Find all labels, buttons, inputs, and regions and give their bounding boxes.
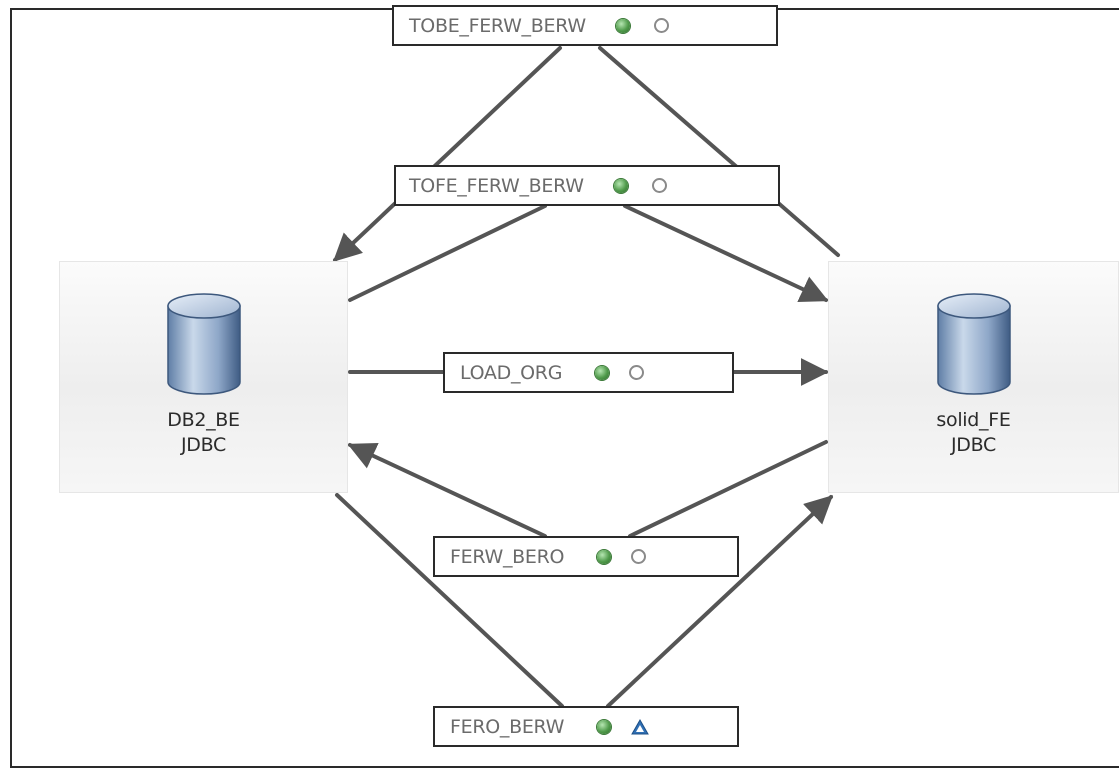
connection-layer — [332, 46, 840, 708]
database-icon — [166, 293, 241, 395]
db-node-solid-fe[interactable]: solid_FE JDBC — [828, 261, 1119, 493]
empty-circle-icon — [653, 18, 669, 33]
job-label: LOAD_ORG — [460, 361, 563, 384]
db-node-db2-be[interactable]: DB2_BE JDBC — [59, 261, 348, 493]
edge-fero-from-db2 — [335, 493, 564, 708]
edge-ferw-to-db2 — [347, 442, 547, 538]
db-type: JDBC — [180, 434, 226, 456]
job-fero-berw[interactable]: FERO_BERW — [433, 706, 739, 747]
db-name: DB2_BE — [167, 409, 240, 431]
edge-fero-to-solid — [606, 495, 834, 708]
warning-triangle-icon — [631, 718, 650, 734]
green-status-dot-icon — [615, 18, 630, 33]
empty-circle-icon — [631, 549, 647, 564]
edge-ferw-from-solid — [628, 440, 828, 538]
green-status-dot-icon — [597, 549, 612, 564]
green-status-dot-icon — [613, 178, 628, 193]
db-name: solid_FE — [936, 409, 1011, 431]
edge-tobe-to-db2 — [332, 46, 562, 262]
job-ferw-bero[interactable]: FERW_BERO — [433, 536, 739, 577]
diagram-canvas: DB2_BE JDBC solid_FE JDBC — [10, 5, 1119, 768]
job-load-org[interactable]: LOAD_ORG — [443, 352, 734, 393]
green-status-dot-icon — [597, 719, 612, 734]
empty-circle-icon — [629, 365, 645, 380]
database-icon — [936, 293, 1011, 395]
edge-tofe-from-db2 — [348, 204, 547, 302]
job-tobe-ferw-berw[interactable]: TOBE_FERW_BERW — [392, 5, 778, 46]
job-label: FERO_BERW — [450, 715, 565, 738]
job-label: TOBE_FERW_BERW — [409, 14, 586, 37]
edge-tofe-to-solid — [623, 204, 829, 303]
empty-circle-icon — [651, 178, 667, 193]
job-label: TOFE_FERW_BERW — [409, 174, 584, 197]
db-type: JDBC — [950, 434, 996, 456]
edge-tobe-from-solid — [598, 46, 840, 257]
job-tofe-ferw-berw[interactable]: TOFE_FERW_BERW — [394, 165, 780, 206]
green-status-dot-icon — [595, 365, 610, 380]
job-label: FERW_BERO — [450, 545, 565, 568]
